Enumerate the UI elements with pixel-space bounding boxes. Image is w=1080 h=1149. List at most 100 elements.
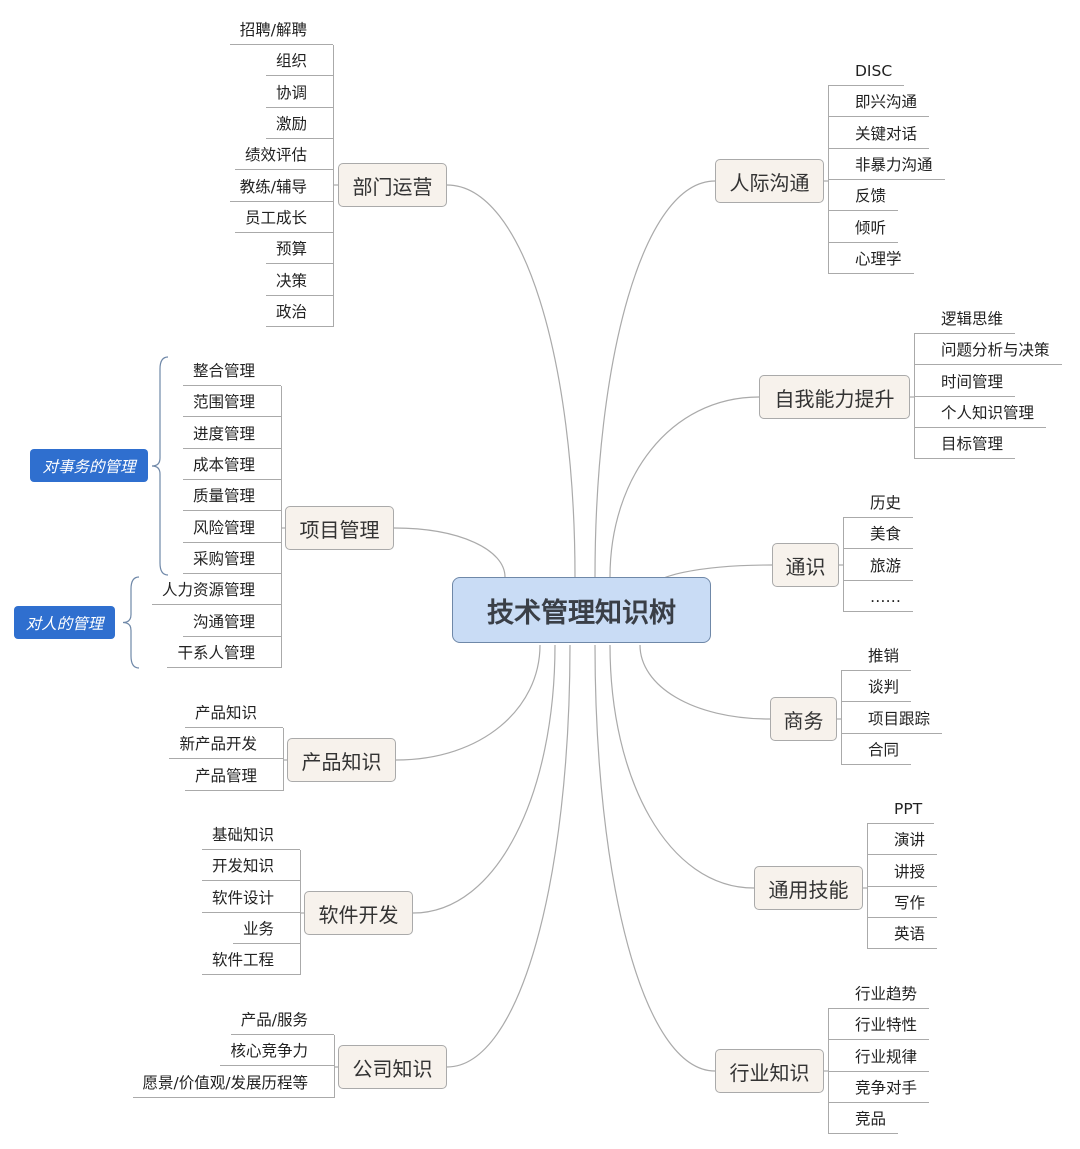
leaf-connector bbox=[283, 728, 284, 791]
branch-label: 部门运营 bbox=[352, 174, 433, 199]
leaf-item[interactable]: 愿景/价值观/发展历程等 bbox=[132, 1069, 334, 1098]
leaf-item[interactable]: 倾听 bbox=[828, 214, 899, 243]
leaf-item[interactable]: 心理学 bbox=[828, 245, 914, 275]
branch-connector bbox=[446, 184, 576, 578]
leaf-item[interactable]: DISC bbox=[828, 57, 905, 86]
leaf-item[interactable]: 竞品 bbox=[828, 1105, 899, 1135]
branch-node[interactable]: 通用技能 bbox=[754, 866, 863, 910]
leaf-item[interactable]: 沟通管理 bbox=[182, 608, 281, 637]
leaf-item[interactable]: 范围管理 bbox=[182, 388, 281, 418]
branch-connector bbox=[446, 644, 571, 1068]
leaf-item[interactable]: 时间管理 bbox=[914, 368, 1016, 397]
leaf-item[interactable]: 核心竞争力 bbox=[220, 1037, 334, 1067]
leaf-item[interactable]: 推销 bbox=[841, 642, 912, 671]
leaf-item[interactable]: 新产品开发 bbox=[169, 730, 283, 760]
leaf-connector bbox=[281, 386, 282, 669]
leaf-item[interactable]: 协调 bbox=[265, 79, 333, 108]
leaf-item[interactable]: 教练/辅导 bbox=[229, 173, 333, 202]
branch-node[interactable]: 项目管理 bbox=[285, 506, 394, 550]
root-label: 技术管理知识树 bbox=[487, 597, 676, 629]
branch-node[interactable]: 公司知识 bbox=[338, 1045, 447, 1089]
leaf-item[interactable]: 质量管理 bbox=[182, 482, 281, 512]
branch-node[interactable]: 自我能力提升 bbox=[759, 375, 910, 419]
leaf-item[interactable]: 决策 bbox=[265, 267, 333, 296]
leaf-item[interactable]: 讲授 bbox=[867, 858, 938, 887]
leaf-item[interactable]: 软件设计 bbox=[201, 884, 300, 913]
branch-node[interactable]: 商务 bbox=[770, 697, 837, 741]
branch-label: 通用技能 bbox=[768, 877, 849, 902]
branch-label: 产品知识 bbox=[301, 749, 382, 774]
leaf-item[interactable]: 干系人管理 bbox=[167, 639, 281, 669]
leaf-connector bbox=[828, 86, 829, 275]
leaf-item[interactable]: 招聘/解聘 bbox=[229, 16, 333, 45]
leaf-item[interactable]: 产品知识 bbox=[184, 699, 283, 728]
leaf-item[interactable]: 即兴沟通 bbox=[828, 88, 930, 118]
branch-connector bbox=[609, 644, 755, 889]
branch-connector bbox=[594, 180, 716, 578]
leaf-connector bbox=[334, 1035, 335, 1098]
leaf-item[interactable]: 组织 bbox=[265, 47, 333, 77]
leaf-item[interactable]: 关键对话 bbox=[828, 120, 930, 149]
leaf-item[interactable]: 非暴力沟通 bbox=[828, 151, 945, 181]
leaf-item[interactable]: 项目跟踪 bbox=[841, 705, 943, 734]
leaf-item[interactable]: 产品管理 bbox=[184, 762, 283, 791]
leaf-item[interactable]: 基础知识 bbox=[201, 821, 300, 850]
callout-people-management[interactable]: 对人的管理 bbox=[14, 606, 115, 639]
callout-task-management[interactable]: 对事务的管理 bbox=[30, 449, 148, 482]
branch-label: 项目管理 bbox=[299, 517, 380, 542]
leaf-item[interactable]: 竞争对手 bbox=[828, 1074, 930, 1104]
leaf-item[interactable]: 成本管理 bbox=[182, 451, 281, 481]
leaf-item[interactable]: 合同 bbox=[841, 736, 912, 766]
leaf-item[interactable]: 反馈 bbox=[828, 182, 899, 212]
leaf-item[interactable]: 员工成长 bbox=[234, 204, 333, 234]
leaf-item[interactable]: 旅游 bbox=[843, 552, 914, 581]
leaf-item[interactable]: 预算 bbox=[265, 235, 333, 265]
leaf-item[interactable]: 问题分析与决策 bbox=[914, 336, 1062, 366]
leaf-item[interactable]: 风险管理 bbox=[182, 514, 281, 543]
leaf-item[interactable]: 软件工程 bbox=[201, 946, 300, 976]
leaf-item[interactable]: 产品/服务 bbox=[230, 1006, 334, 1035]
leaf-item[interactable]: 行业规律 bbox=[828, 1043, 930, 1072]
branch-connector bbox=[395, 644, 541, 761]
branch-connector bbox=[639, 644, 771, 720]
leaf-item[interactable]: 目标管理 bbox=[914, 430, 1016, 460]
leaf-item[interactable]: 采购管理 bbox=[182, 545, 281, 575]
leaf-item[interactable]: PPT bbox=[867, 795, 935, 824]
leaf-item[interactable]: 政治 bbox=[265, 298, 333, 328]
leaf-item[interactable]: 行业趋势 bbox=[828, 980, 930, 1009]
branch-node[interactable]: 人际沟通 bbox=[715, 159, 824, 203]
leaf-item[interactable]: 美食 bbox=[843, 520, 914, 550]
leaf-item[interactable]: 整合管理 bbox=[182, 357, 281, 386]
leaf-item[interactable]: 行业特性 bbox=[828, 1011, 930, 1041]
leaf-connector bbox=[828, 1009, 829, 1135]
leaf-item[interactable]: 英语 bbox=[867, 920, 938, 950]
leaf-item[interactable]: 开发知识 bbox=[201, 852, 300, 882]
branch-node[interactable]: 产品知识 bbox=[287, 738, 396, 782]
branch-node[interactable]: 部门运营 bbox=[338, 163, 447, 207]
callout-label: 对人的管理 bbox=[25, 614, 104, 633]
leaf-item[interactable]: 人力资源管理 bbox=[151, 576, 281, 606]
leaf-item[interactable]: …… bbox=[843, 583, 913, 613]
leaf-connector bbox=[867, 824, 868, 950]
branch-node[interactable]: 通识 bbox=[772, 543, 839, 587]
root-node[interactable]: 技术管理知识树 bbox=[452, 577, 711, 643]
branch-label: 行业知识 bbox=[729, 1060, 810, 1085]
leaf-item[interactable]: 进度管理 bbox=[182, 420, 281, 449]
branch-node[interactable]: 软件开发 bbox=[304, 891, 413, 935]
branch-connector bbox=[594, 644, 716, 1072]
leaf-item[interactable]: 历史 bbox=[843, 489, 914, 518]
leaf-item[interactable]: 写作 bbox=[867, 889, 938, 919]
branch-label: 人际沟通 bbox=[729, 170, 810, 195]
leaf-item[interactable]: 演讲 bbox=[867, 826, 938, 856]
leaf-connector bbox=[841, 671, 842, 766]
leaf-item[interactable]: 激励 bbox=[265, 110, 333, 140]
leaf-connector bbox=[843, 518, 844, 613]
leaf-item[interactable]: 绩效评估 bbox=[234, 141, 333, 171]
branch-label: 公司知识 bbox=[352, 1056, 433, 1081]
branch-connector bbox=[609, 396, 760, 578]
leaf-item[interactable]: 谈判 bbox=[841, 673, 912, 703]
leaf-item[interactable]: 个人知识管理 bbox=[914, 399, 1047, 429]
branch-node[interactable]: 行业知识 bbox=[715, 1049, 824, 1093]
leaf-item[interactable]: 业务 bbox=[232, 915, 300, 945]
leaf-item[interactable]: 逻辑思维 bbox=[914, 305, 1016, 334]
